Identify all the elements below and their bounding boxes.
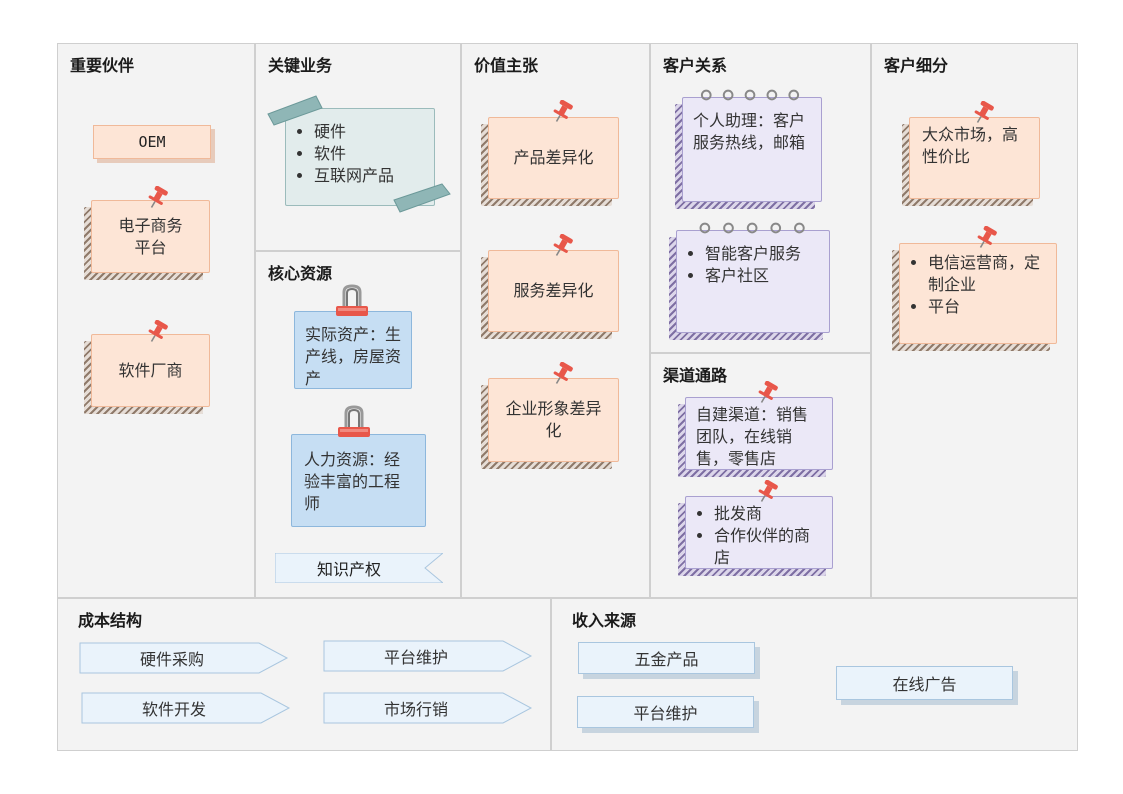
arrow-hardware-procurement[interactable]: 硬件采购 [79, 642, 289, 674]
note-text: 电子商务 平台 [91, 200, 210, 273]
note-text: 产品差异化 [488, 117, 619, 199]
arrow-software-development[interactable]: 软件开发 [81, 692, 291, 724]
note-text: 软件厂商 [91, 334, 210, 407]
tag-platform-maintenance[interactable]: 平台维护 [577, 696, 754, 728]
pushpin-icon [553, 100, 573, 122]
arrow-marketing[interactable]: 市场行销 [323, 692, 533, 724]
tag-hardware-products[interactable]: 五金产品 [578, 642, 755, 674]
note-text: 个人助理：客户服务热线，邮箱 [682, 97, 822, 202]
pushpin-icon [148, 320, 168, 342]
spiral-binding-icon [700, 89, 800, 101]
block-title: 收入来源 [572, 611, 637, 630]
block-title: 核心资源 [268, 264, 333, 283]
list-item: 软件 [314, 143, 424, 165]
pushpin-icon [974, 101, 994, 123]
note-text: 大众市场，高性价比 [909, 117, 1040, 199]
list-item: 智能客户服务 [705, 243, 819, 265]
note-key-activities[interactable]: 硬件 软件 互联网产品 [285, 108, 435, 206]
tape-icon [393, 183, 451, 213]
note-software-vendor[interactable]: 软件厂商 [84, 334, 210, 414]
note-text: 自建渠道：销售团队，在线销售，零售店 [685, 397, 833, 470]
channels-list: 批发商 合作伙伴的商店 [696, 503, 822, 569]
note-personal-assistant[interactable]: 个人助理：客户服务热线，邮箱 [675, 97, 822, 209]
list-item: 电信运营商，定制企业 [928, 252, 1046, 296]
note-wholesale[interactable]: 批发商 合作伙伴的商店 [678, 496, 833, 576]
block-cost-structure: 成本结构 [57, 598, 551, 751]
arrow-platform-maintenance[interactable]: 平台维护 [323, 640, 533, 672]
relationships-list: 智能客户服务 客户社区 [687, 243, 819, 287]
note-oem[interactable]: OEM [93, 125, 211, 159]
binder-clip-icon [336, 284, 368, 316]
block-title: 渠道通路 [663, 366, 728, 385]
list-item: 互联网产品 [314, 165, 424, 187]
block-title: 重要伙伴 [70, 56, 135, 75]
pushpin-icon [758, 381, 778, 403]
note-human-resources[interactable]: 人力资源：经验丰富的工程师 [291, 434, 426, 527]
note-telecom-operators[interactable]: 电信运营商，定制企业 平台 [892, 243, 1057, 351]
block-title: 成本结构 [78, 611, 143, 630]
activities-list: 硬件 软件 互联网产品 [296, 121, 424, 187]
arrow-label: 平台维护 [383, 648, 448, 667]
block-title: 客户关系 [663, 56, 728, 75]
note-smart-service[interactable]: 智能客户服务 客户社区 [669, 230, 830, 340]
segments-list: 电信运营商，定制企业 平台 [910, 252, 1046, 318]
note-text: 企业形象差异化 [488, 378, 619, 462]
note-product-differentiation[interactable]: 产品差异化 [481, 117, 619, 206]
pushpin-icon [148, 186, 168, 208]
list-item: 平台 [928, 296, 1046, 318]
tape-icon [267, 95, 323, 126]
tag-online-advertising[interactable]: 在线广告 [836, 666, 1013, 700]
arrow-label: 市场行销 [383, 700, 448, 719]
list-item: 合作伙伴的商店 [714, 525, 822, 569]
note-mass-market[interactable]: 大众市场，高性价比 [902, 117, 1040, 206]
pushpin-icon [553, 362, 573, 384]
pushpin-icon [758, 480, 778, 502]
tag-intellectual-property[interactable]: 知识产权 [275, 553, 443, 583]
list-item: 硬件 [314, 121, 424, 143]
note-text: 服务差异化 [488, 250, 619, 332]
block-title: 客户细分 [884, 56, 949, 75]
note-text: 人力资源：经验丰富的工程师 [291, 434, 426, 527]
list-item: 批发商 [714, 503, 822, 525]
note-brand-differentiation[interactable]: 企业形象差异化 [481, 378, 619, 469]
arrow-label: 软件开发 [141, 700, 206, 719]
binder-clip-icon [338, 405, 370, 437]
note-own-channels[interactable]: 自建渠道：销售团队，在线销售，零售店 [678, 397, 833, 477]
note-ecommerce-platform[interactable]: 电子商务 平台 [84, 200, 210, 280]
pushpin-icon [977, 226, 997, 248]
block-title: 价值主张 [474, 56, 539, 75]
pushpin-icon [553, 234, 573, 256]
list-item: 客户社区 [705, 265, 819, 287]
tag-label: 知识产权 [316, 560, 381, 579]
block-title: 关键业务 [268, 56, 333, 75]
spiral-binding-icon [699, 222, 805, 234]
arrow-label: 硬件采购 [139, 650, 204, 669]
note-service-differentiation[interactable]: 服务差异化 [481, 250, 619, 339]
